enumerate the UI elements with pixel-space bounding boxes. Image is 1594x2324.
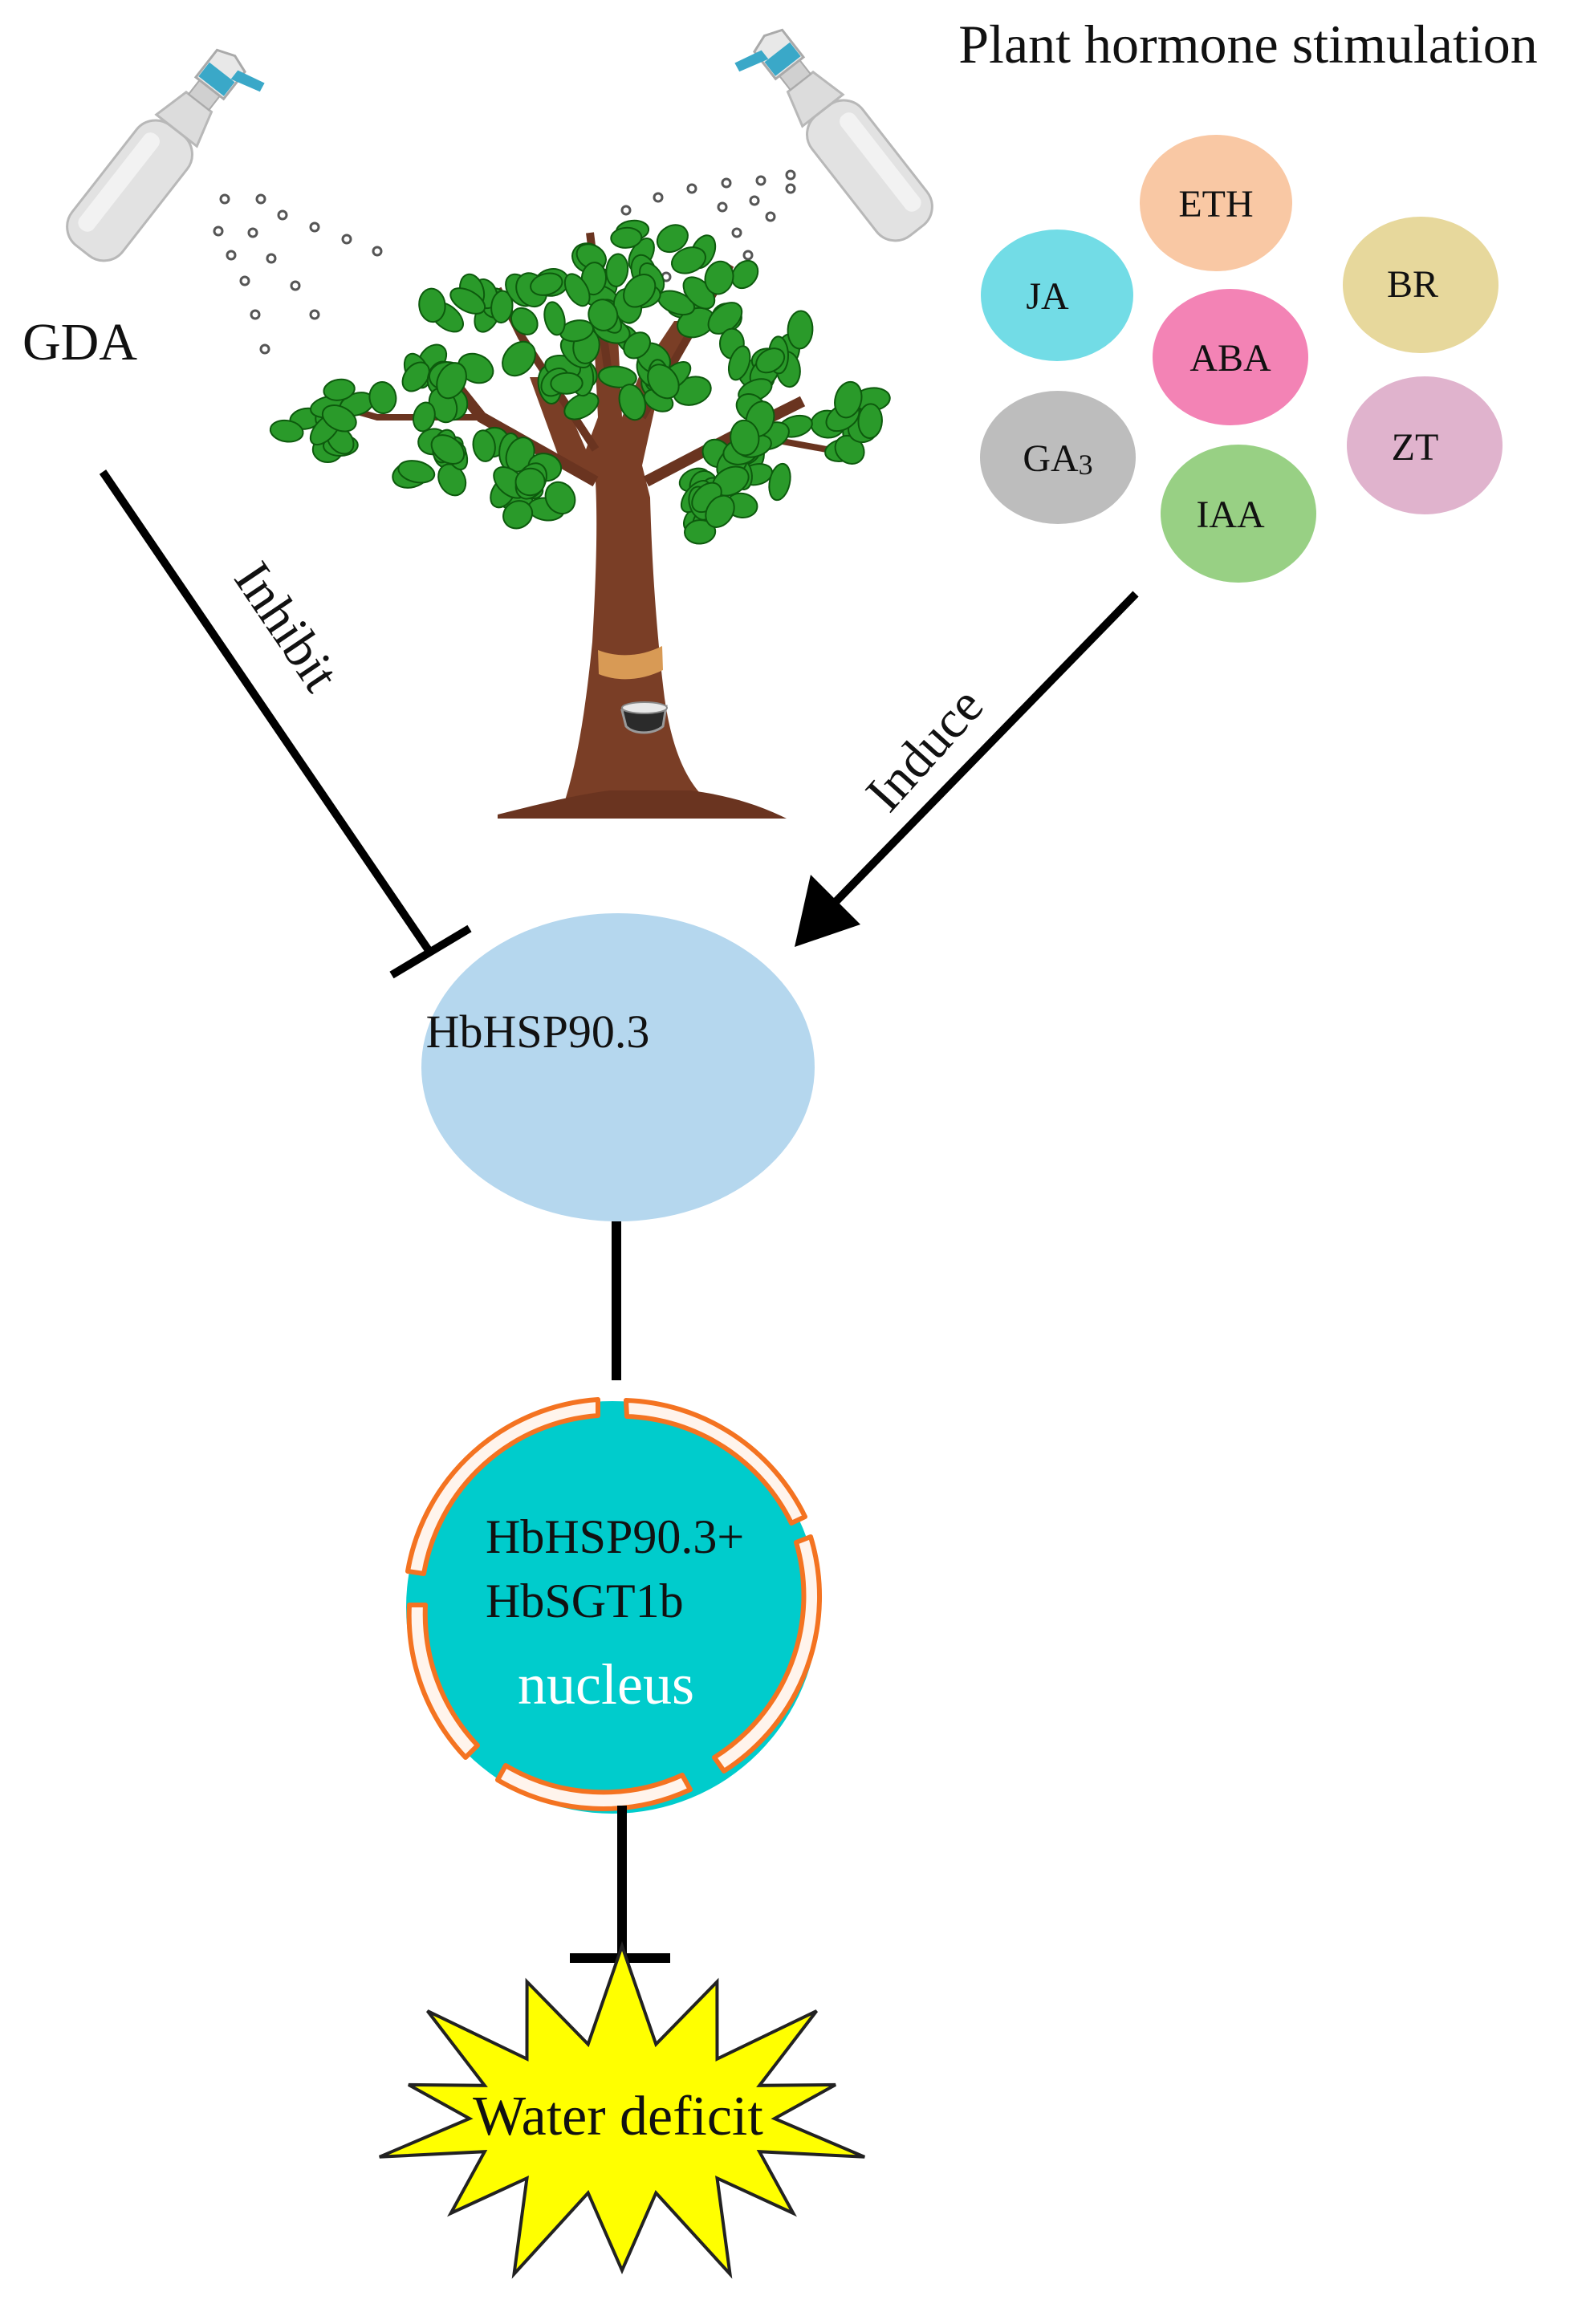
inhibit-arrow <box>99 469 472 979</box>
hormone-label-ja: JA <box>1026 275 1069 318</box>
leaf <box>623 274 657 308</box>
nucleus-line2: HbSGT1b <box>486 1574 684 1627</box>
right-spray-bottle-icon <box>734 28 933 242</box>
leaf <box>618 384 647 421</box>
leaf <box>514 467 546 497</box>
leaf <box>588 299 619 331</box>
hormone-circle-zt: ZT <box>1347 376 1503 514</box>
hormone-circle-aba: ABA <box>1153 289 1308 425</box>
leaf <box>787 310 814 350</box>
leaf <box>472 429 496 462</box>
leaf <box>397 460 436 484</box>
leaf <box>543 301 566 336</box>
leaf <box>730 419 760 457</box>
water-deficit-starburst: Water deficit <box>379 1940 865 2279</box>
hormone-label-ga3: GA3 <box>1023 437 1092 481</box>
leaf <box>647 364 680 400</box>
leaf <box>412 401 436 433</box>
hormone-circle-iaa: IAA <box>1161 445 1316 583</box>
rubber-tree-icon <box>269 219 891 819</box>
leaf <box>857 403 883 439</box>
leaf <box>530 272 563 296</box>
leaf <box>368 380 397 415</box>
hormone-circle-ja: JA <box>981 230 1133 361</box>
leaf <box>580 262 608 296</box>
hbhsp90-label: HbHSP90.3 <box>426 1006 650 1058</box>
leaf <box>768 462 791 502</box>
hormone-circle-ga3: GA3 <box>980 391 1136 524</box>
leaf <box>449 287 486 315</box>
leaf <box>704 260 734 295</box>
hormone-circle-br: BR <box>1343 217 1498 353</box>
hbhsp90-node: HbHSP90.3 <box>421 913 815 1221</box>
left-spray-droplets <box>213 193 383 355</box>
hormone-label-iaa: IAA <box>1196 494 1265 536</box>
gda-label: GDA <box>22 313 137 372</box>
leaf <box>550 372 584 395</box>
leaf <box>730 259 759 290</box>
leaf <box>605 253 629 287</box>
leaf <box>437 463 467 497</box>
hormone-label-br: BR <box>1387 263 1438 306</box>
nucleus-line1: HbHSP90.3+ <box>486 1510 744 1563</box>
hormone-label-zt: ZT <box>1392 426 1439 469</box>
leaf <box>834 380 863 419</box>
leaf <box>544 481 576 515</box>
leaf <box>436 362 467 400</box>
leaf <box>321 404 357 433</box>
hormone-label-aba: ABA <box>1189 337 1271 380</box>
hormone-circle-eth: ETH <box>1140 135 1292 271</box>
leaf <box>707 302 743 335</box>
hormone-label-ga3-subscript: 3 <box>1079 449 1093 481</box>
leaf <box>610 226 643 249</box>
hormone-label-eth: ETH <box>1178 183 1253 225</box>
induce-arrow <box>795 591 1139 947</box>
leaf <box>418 287 446 323</box>
leaf <box>671 246 706 274</box>
leaf <box>727 345 751 381</box>
leaf <box>323 378 356 401</box>
leaf <box>269 419 304 443</box>
nucleus: HbHSP90.3+ HbSGT1b nucleus <box>405 1397 822 1814</box>
leaf <box>597 365 637 388</box>
leaf <box>510 307 539 335</box>
nucleus-inhibit-arrow <box>570 1806 670 1963</box>
leaf <box>755 347 786 374</box>
nuclear-membrane <box>405 1397 822 1811</box>
leaf <box>430 434 466 465</box>
leaf <box>656 224 689 254</box>
leaf <box>490 290 514 324</box>
left-spray-bottle-icon <box>66 48 265 262</box>
nucleus-label: nucleus <box>518 1652 694 1717</box>
leaf <box>502 340 536 377</box>
leaf <box>502 500 534 530</box>
leaf <box>401 361 430 392</box>
leaf <box>684 519 717 545</box>
leaf <box>563 273 591 307</box>
leaf <box>623 331 651 360</box>
water-deficit-label: Water deficit <box>473 2086 763 2147</box>
leaf <box>563 392 600 421</box>
leaf <box>705 494 735 528</box>
induce-label: Induce <box>855 676 994 823</box>
diagram-title: Plant hormone stimulation <box>958 14 1538 75</box>
